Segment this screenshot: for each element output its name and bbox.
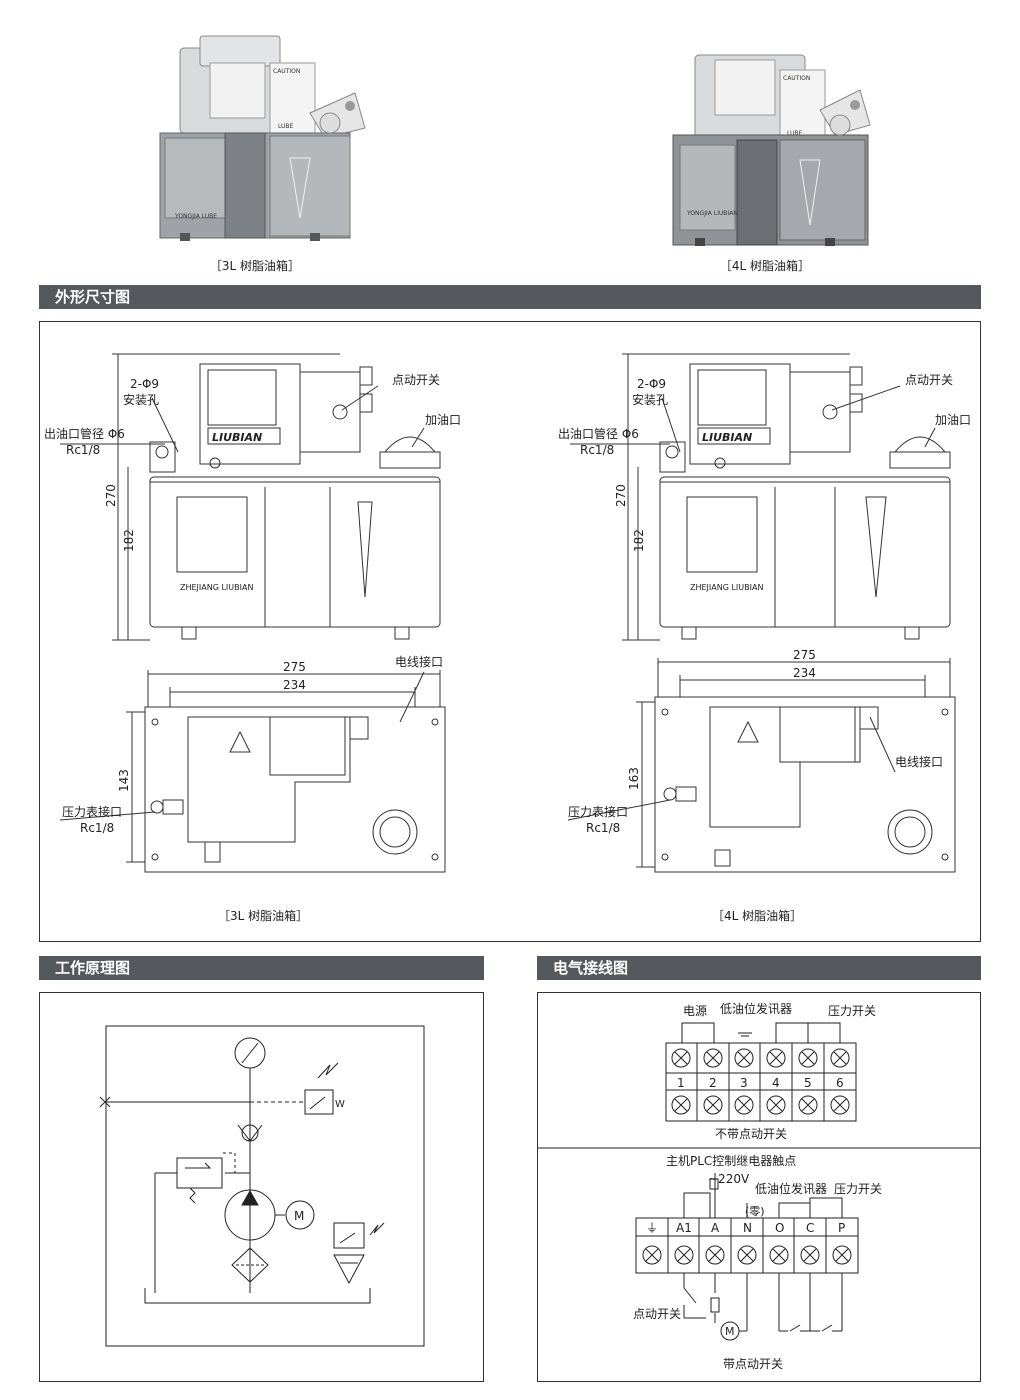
fill-port-label: 加油口 — [425, 413, 461, 427]
outlet-thread-label: Rc1/8 — [66, 443, 100, 457]
product-photo-3l: CAUTION LUBE YONGJIA LUBE — [150, 18, 380, 250]
terminal-label: N — [743, 1221, 752, 1235]
dimension-caption-4l: ［4L 树脂油箱］ — [712, 908, 802, 923]
wiring-label-plc: 主机PLC控制继电器触点 — [666, 1154, 796, 1168]
brand-label: LIUBIAN — [702, 431, 752, 444]
terminal-label: A1 — [676, 1221, 692, 1235]
width-total-label: 275 — [283, 660, 306, 674]
section-title-wiring: 电气接线图 — [537, 956, 981, 980]
motor-symbol: M — [294, 1209, 304, 1223]
dimension-caption-3l: ［3L 树脂油箱］ — [218, 908, 308, 923]
dimension-drawing-3l: 2-Φ9 安装孔 出油口管径 Φ6 Rc1/8 点动开关 加油口 LIUBIAN… — [44, 353, 461, 923]
terminal-label: A — [711, 1221, 720, 1235]
terminal-label: ⏚ — [646, 1221, 658, 1235]
height-total-label: 270 — [614, 484, 628, 507]
product-photo-4l: CAUTION LUBE YONGJIA LIUBIAN — [665, 30, 885, 250]
section-title-principle: 工作原理图 — [39, 956, 484, 980]
gauge-thread-label: Rc1/8 — [80, 821, 114, 835]
terminal-label: 1 — [677, 1076, 685, 1090]
wiring-label-jog: 点动开关 — [633, 1307, 681, 1321]
mount-hole-label: 2-Φ9 — [637, 377, 666, 391]
brand-label: LUBE — [787, 130, 803, 137]
terminal-label: 2 — [709, 1076, 717, 1090]
jog-switch-label: 点动开关 — [392, 373, 440, 387]
mount-hole-label: 2-Φ9 — [130, 377, 159, 391]
outlet-label: 出油口管径 Φ6 — [558, 426, 639, 441]
section-title-dimensions: 外形尺寸图 — [39, 285, 981, 309]
caution-label: CAUTION — [273, 68, 300, 75]
mount-hole-label-2: 安装孔 — [632, 392, 668, 407]
terminal-label: 5 — [804, 1076, 812, 1090]
outlet-label: 出油口管径 Φ6 — [44, 426, 125, 441]
terminal-label: O — [775, 1221, 784, 1235]
mount-hole-label-2: 安装孔 — [123, 392, 159, 407]
wiring-label-voltage: ~220V — [708, 1172, 750, 1186]
gauge-port-label: 压力表接口 — [62, 804, 122, 819]
width-mount-label: 234 — [283, 678, 306, 692]
maker-label: ZHEJIANG LIUBIAN — [180, 583, 253, 592]
wiring-caption-with-jog: 带点动开关 — [723, 1357, 783, 1371]
depth-label: 163 — [627, 767, 641, 790]
width-total-label: 275 — [793, 648, 816, 662]
height-tank-label: 182 — [122, 529, 136, 552]
terminal-label: P — [838, 1221, 845, 1235]
wiring-label-pressure: 压力开关 — [828, 1004, 876, 1018]
wiring-label-low-oil-2: 低油位发讯器 — [755, 1181, 827, 1196]
gauge-port-label: 压力表接口 — [568, 804, 628, 819]
cable-port-label: 电线接口 — [895, 754, 943, 769]
terminal-label: 3 — [740, 1076, 748, 1090]
cable-port-label: 电线接口 — [395, 654, 443, 669]
principle-frame — [39, 992, 484, 1382]
terminal-label: C — [806, 1221, 814, 1235]
wiring-frame — [537, 992, 981, 1382]
maker-label: ZHEJIANG LIUBIAN — [690, 583, 763, 592]
wiring-label-low-oil: 低油位发讯器 — [720, 1001, 792, 1016]
fill-port-label: 加油口 — [935, 413, 971, 427]
tank-text: YONGJIA LIUBIAN — [686, 210, 738, 217]
wiring-caption-no-jog: 不带点动开关 — [715, 1127, 787, 1141]
gauge-thread-label: Rc1/8 — [586, 821, 620, 835]
wiring-label-power: 电源 — [683, 1004, 707, 1018]
tank-text: YONGJIA LUBE — [174, 213, 217, 220]
motor-symbol: M — [725, 1325, 735, 1338]
photo-caption-4l: ［4L 树脂油箱］ — [719, 259, 811, 273]
width-mount-label: 234 — [793, 666, 816, 680]
outlet-thread-label: Rc1/8 — [580, 443, 614, 457]
caution-label: CAUTION — [783, 75, 810, 82]
dimension-drawing-4l: 2-Φ9 安装孔 出油口管径 Φ6 Rc1/8 点动开关 加油口 LIUBIAN… — [558, 353, 971, 923]
height-total-label: 270 — [104, 484, 118, 507]
depth-label: 143 — [117, 769, 131, 792]
switch-w-label: W — [335, 1099, 345, 1110]
brand-label: LUBE — [278, 123, 294, 130]
terminal-label: 6 — [836, 1076, 844, 1090]
height-tank-label: 182 — [632, 529, 646, 552]
dimension-drawing-frame — [39, 321, 981, 942]
hydraulic-schematic: M W — [99, 1025, 425, 1347]
wiring-diagram: 电源 低油位发讯器 压力开关 1 2 3 4 5 6 不带点动开关 主机PLC控… — [538, 1001, 980, 1371]
wiring-label-pressure-2: 压力开关 — [834, 1182, 882, 1196]
photo-caption-3l: ［3L 树脂油箱］ — [209, 259, 301, 273]
terminal-label: 4 — [772, 1076, 780, 1090]
wiring-label-zero: (零) — [745, 1205, 765, 1218]
jog-switch-label: 点动开关 — [905, 373, 953, 387]
brand-label: LIUBIAN — [212, 431, 262, 444]
